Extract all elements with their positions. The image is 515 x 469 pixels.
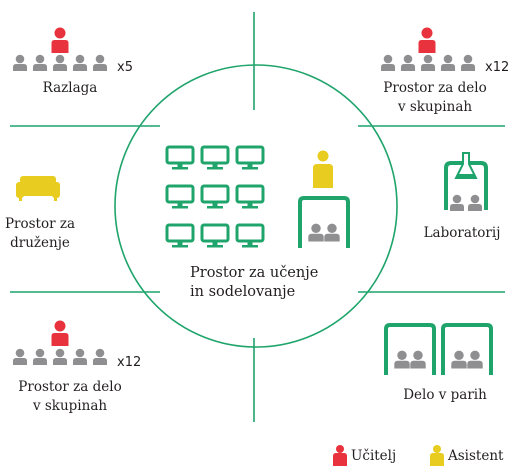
booth-icon-pair-left (386, 325, 434, 375)
group-people-icon-top-left (13, 27, 107, 71)
zone-label-delo-v-parih: Delo v parih (403, 387, 487, 403)
zone-label-line: Prostor za (4, 216, 76, 232)
group-people-icon-top-right (381, 27, 475, 71)
sofa-icon (16, 176, 60, 201)
zone-label-line: v skupinah (32, 398, 108, 414)
zone-label-line: Prostor za učenje (190, 265, 319, 281)
zone-label-razlaga: Razlaga (42, 80, 98, 96)
count-bottom-left: x12 (117, 355, 142, 370)
zone-label-line: druženje (10, 235, 70, 251)
teacher-legend-icon (333, 445, 347, 466)
assistant-icon-center (313, 150, 333, 188)
assistant-legend-icon (430, 445, 444, 466)
zone-label-top-right: Prostor za delo v skupinah (370, 79, 500, 117)
zone-label-line: v skupinah (397, 99, 473, 115)
zone-label-druzenje: Prostor za druženje (0, 215, 80, 253)
center-circle (114, 64, 398, 348)
zone-label-bottom-left: Prostor za delo v skupinah (0, 378, 140, 416)
zone-label-line: Prostor za delo (18, 379, 122, 395)
legend-assistant-label: Asistent (448, 448, 504, 464)
booth-icon-center (300, 198, 348, 248)
lab-flask-icon (444, 152, 488, 211)
zone-label-center: Prostor za učenje in sodelovanje (190, 264, 350, 302)
zone-label-line: Prostor za delo (383, 80, 487, 96)
booth-icon-pair-right (443, 325, 491, 375)
zone-label-line: in sodelovanje (190, 284, 296, 300)
computer-grid-icon (165, 145, 265, 249)
group-people-icon-bottom-left (13, 320, 107, 365)
count-top-left: x5 (117, 60, 133, 75)
legend-teacher-label: Učitelj (351, 448, 397, 464)
divider-lines (10, 12, 505, 422)
count-top-right: x12 (485, 60, 510, 75)
zone-label-laboratorij: Laboratorij (423, 225, 501, 241)
